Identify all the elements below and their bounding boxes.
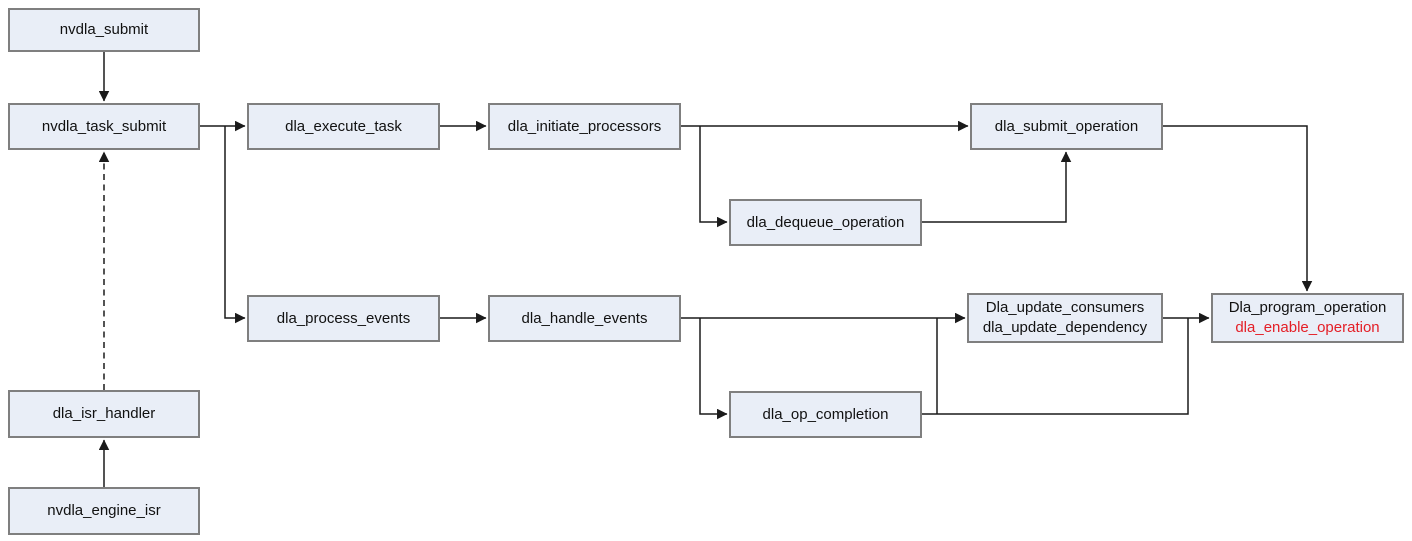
node-dla-isr-handler: dla_isr_handler	[8, 390, 200, 438]
node-dla-process-events: dla_process_events	[247, 295, 440, 342]
node-dla-update-consumers: Dla_update_consumers dla_update_dependen…	[967, 293, 1163, 343]
edge-initiate-processors-to-dequeue-operation	[699, 126, 728, 228]
node-dla-execute-task: dla_execute_task	[247, 103, 440, 150]
node-label: nvdla_task_submit	[41, 117, 167, 135]
node-label-line1: Dla_program_operation	[1228, 299, 1387, 317]
node-label: nvdla_engine_isr	[47, 502, 161, 520]
node-dla-program-operation: Dla_program_operation dla_enable_operati…	[1211, 293, 1404, 343]
node-dla-initiate-processors: dla_initiate_processors	[488, 103, 681, 150]
node-label: dla_handle_events	[521, 309, 648, 327]
edge-task-submit-to-process-events	[224, 126, 246, 324]
node-label: dla_dequeue_operation	[746, 213, 905, 231]
node-dla-handle-events: dla_handle_events	[488, 295, 681, 342]
node-dla-dequeue-operation: dla_dequeue_operation	[729, 199, 922, 246]
node-dla-submit-operation: dla_submit_operation	[970, 103, 1163, 150]
edge-dequeue-operation-to-submit-operation	[922, 151, 1072, 223]
node-label-line2: dla_update_dependency	[982, 319, 1148, 336]
node-label: dla_process_events	[276, 309, 411, 327]
node-label-line2-highlighted: dla_enable_operation	[1235, 319, 1380, 336]
edge-handle-events-to-op-completion	[699, 318, 728, 420]
node-label: dla_op_completion	[762, 405, 889, 423]
node-dla-op-completion: dla_op_completion	[729, 391, 922, 438]
node-label: dla_isr_handler	[52, 405, 156, 423]
node-label: dla_submit_operation	[994, 117, 1139, 135]
node-label: nvdla_submit	[59, 21, 149, 39]
edge-submit-operation-to-program-operation	[1163, 125, 1313, 292]
node-nvdla-task-submit: nvdla_task_submit	[8, 103, 200, 150]
node-label: dla_initiate_processors	[507, 117, 662, 135]
node-nvdla-engine-isr: nvdla_engine_isr	[8, 487, 200, 535]
node-nvdla-submit: nvdla_submit	[8, 8, 200, 52]
node-label: dla_execute_task	[285, 117, 402, 135]
node-label-line1: Dla_update_consumers	[985, 299, 1145, 317]
edge-op-completion-to-program-operation	[922, 318, 1189, 415]
